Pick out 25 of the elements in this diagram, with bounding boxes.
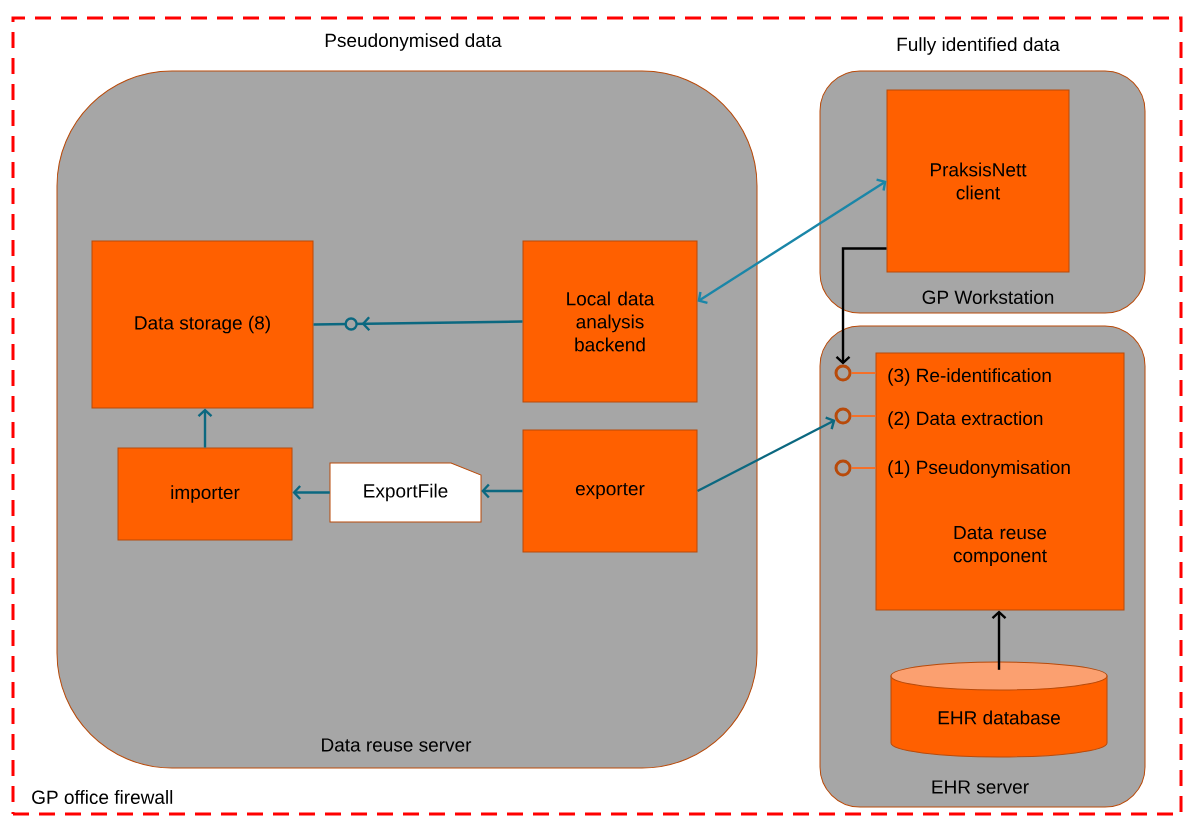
interface-socket <box>834 459 852 477</box>
interface-socket <box>834 407 852 425</box>
connector-line <box>850 467 877 469</box>
arrow <box>481 483 523 499</box>
arrow <box>696 416 836 493</box>
connector-line <box>850 415 877 417</box>
component-box: Data storage (8) <box>91 240 314 409</box>
interface-label: (2) Data extraction <box>888 411 1043 429</box>
component-box: importer <box>117 447 293 541</box>
component-box: exporter <box>522 429 698 553</box>
interface-label: (1) Pseudonymisation <box>888 460 1070 478</box>
database-cylinder: EHR database <box>890 661 1108 758</box>
arrow <box>197 408 213 448</box>
zone-heading: Fully identified data <box>897 37 1060 55</box>
arrow <box>835 247 887 365</box>
arrow <box>292 485 330 500</box>
zone-heading: Pseudonymised data <box>325 33 502 51</box>
arrow <box>697 178 887 305</box>
interface-label: (3) Re-identification <box>888 368 1051 386</box>
component-box: PraksisNett client <box>886 89 1070 273</box>
connector-line <box>850 372 877 374</box>
component-box: Local data analysis backend <box>522 240 698 403</box>
arrow <box>313 316 523 332</box>
interface-socket <box>834 364 852 382</box>
arrow <box>991 610 1007 670</box>
